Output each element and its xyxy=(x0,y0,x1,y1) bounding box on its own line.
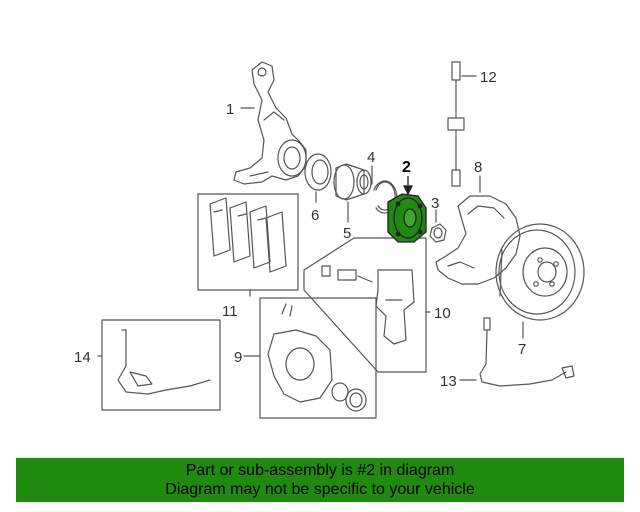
callout-4: 4 xyxy=(367,149,375,166)
caliper-box-part-9 xyxy=(259,297,377,419)
callout-6: 6 xyxy=(311,207,319,224)
leader-lines xyxy=(97,75,524,381)
callout-1: 1 xyxy=(226,101,234,118)
brake-pad-box-part-11 xyxy=(197,193,299,291)
brake-rotor-part-7 xyxy=(495,223,585,321)
callout-8: 8 xyxy=(474,159,482,176)
parts-diagram: 1 2 3 4 5 6 7 8 9 10 11 12 13 14 xyxy=(74,61,585,419)
banner-line-1: Part or sub-assembly is #2 in diagram xyxy=(185,462,455,479)
callout-10: 10 xyxy=(434,305,451,322)
dust-shield-part-8 xyxy=(435,195,521,285)
banner-line-2: Diagram may not be specific to your vehi… xyxy=(165,481,475,498)
callout-11: 11 xyxy=(222,303,238,320)
callout-12: 12 xyxy=(480,69,497,86)
wear-sensor-box-part-14 xyxy=(101,319,221,411)
brake-hose-part-12 xyxy=(447,61,465,187)
callout-13: 13 xyxy=(440,373,457,390)
callout-14: 14 xyxy=(74,349,91,366)
callout-5: 5 xyxy=(343,225,351,242)
callout-9: 9 xyxy=(234,349,242,366)
snap-ring-part-4 xyxy=(373,180,398,214)
seal-ring-part-6 xyxy=(304,153,332,191)
hub-assembly-part-2 xyxy=(387,176,427,243)
callout-7: 7 xyxy=(518,341,526,358)
speed-sensor-part-13 xyxy=(479,317,575,387)
callout-2: 2 xyxy=(402,159,411,176)
steering-knuckle-part-1 xyxy=(233,61,307,185)
hub-nut-part-3 xyxy=(429,223,447,243)
caliper-bracket-box-part-10 xyxy=(303,237,427,373)
part-notice-banner: Part or sub-assembly is #2 in diagram Di… xyxy=(16,458,624,502)
callout-3: 3 xyxy=(431,195,439,212)
wheel-bearing-part-5 xyxy=(333,163,372,201)
